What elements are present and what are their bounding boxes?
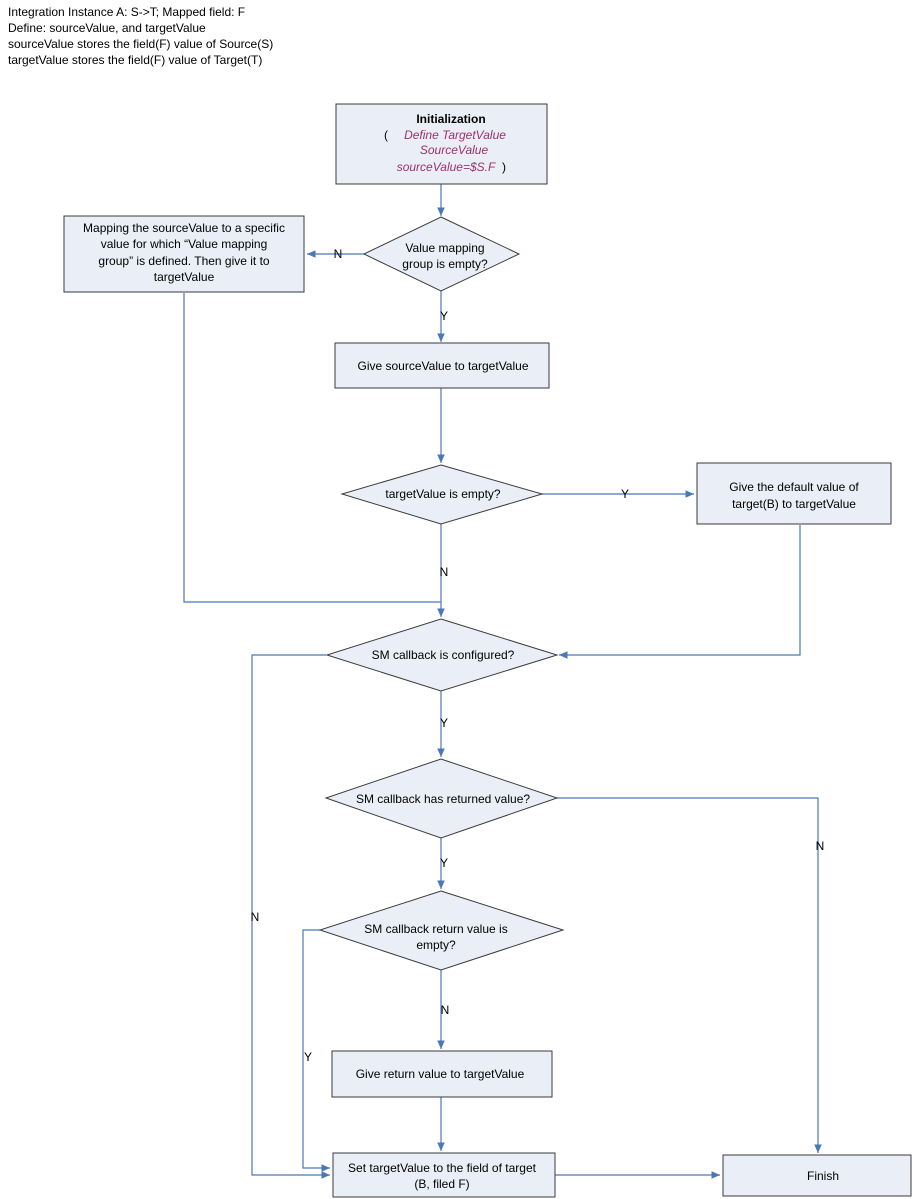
initialization-define-line: Define TargetValue [404,128,506,142]
node-finish: Finish [722,1154,912,1197]
edge-mapping-box-merge [183,293,441,603]
node-initialization: Initialization ( Define TargetValue Sour… [335,103,548,185]
edge-label-configured-yes: Y [440,716,448,730]
node-give-return: Give return value to targetValue [331,1050,553,1098]
mapping-box-line: value for which “Value mapping [101,237,268,251]
edge-label-return-empty-no: N [441,1003,450,1017]
decision-callback-configured-diamond [325,618,559,692]
finish-box [722,1154,912,1197]
node-decision-mapping-empty: Value mapping group is empty? [362,216,521,292]
initialization-box [335,103,548,185]
initialization-open-paren: ( [384,128,388,142]
decision-callback-configured-line: SM callback is configured? [372,648,515,662]
decision-callback-returned-diamond [324,758,559,839]
initialization-close-paren: ) [502,160,506,174]
edge-return-empty-yes [302,929,330,1172]
edge-label-returned-yes: Y [440,856,448,870]
node-give-source: Give sourceValue to targetValue [334,342,550,389]
decision-mapping-empty-line: Value mapping [405,241,484,255]
give-return-line: Give return value to targetValue [356,1067,525,1081]
mapping-box-line: group” is defined. Then give it to [98,254,270,268]
set-field-line: (B, filed F) [414,1177,469,1191]
decision-mapping-empty-line: group is empty? [402,257,488,271]
mapping-box-line: targetValue [154,270,215,284]
edge-label-returned-no: N [816,839,825,853]
initialization-title: Initialization [416,112,485,126]
edge-label-mapping-yes: Y [440,309,448,323]
node-set-field: Set targetValue to the field of target (… [332,1152,556,1198]
give-default-line: Give the default value of [729,480,859,494]
decision-return-empty-line: empty? [416,938,456,952]
header-line: Integration Instance A: S->T; Mapped fie… [8,5,246,19]
header-line: sourceValue stores the field(F) value of… [8,37,274,51]
edge-label-mapping-no: N [334,247,343,261]
header-line: Define: sourceValue, and targetValue [8,21,206,35]
edge-configured-no [251,654,330,1179]
mapping-box-line: Mapping the sourceValue to a specific [83,221,285,235]
initialization-source-line: SourceValue [420,143,489,157]
node-decision-return-empty: SM callback return value is empty? [318,890,565,971]
header-notes: Integration Instance A: S->T; Mapped fie… [8,4,273,68]
decision-callback-returned-line: SM callback has returned value? [356,792,530,806]
node-decision-callback-configured: SM callback is configured? [325,618,559,692]
edge-label-target-empty-yes: Y [621,487,629,501]
decision-target-empty-diamond [340,464,544,525]
decision-target-empty-line: targetValue is empty? [385,487,500,501]
edge-give-default-merge [559,525,801,659]
decision-return-empty-diamond [318,890,565,971]
decision-return-empty-line: SM callback return value is [364,922,507,936]
set-field-line: Set targetValue to the field of target [348,1161,537,1175]
give-default-line: target(B) to targetValue [732,497,856,511]
edge-label-target-empty-no: N [440,565,449,579]
mapping-box [63,215,305,293]
give-source-box [334,342,550,389]
edge-labels: N Y Y N Y N Y N N Y [251,247,825,1064]
give-source-line: Give sourceValue to targetValue [358,359,529,373]
node-decision-target-empty: targetValue is empty? [340,464,544,525]
node-give-default: Give the default value of target(B) to t… [696,462,892,525]
initialization-assign-line: sourceValue=$S.F [397,160,496,174]
edge-label-return-empty-yes: Y [304,1050,312,1064]
give-default-box [696,462,892,525]
finish-label: Finish [807,1169,839,1183]
edge-returned-no [556,797,822,1153]
header-line: targetValue stores the field(F) value of… [8,53,263,67]
node-decision-callback-returned: SM callback has returned value? [324,758,559,839]
edges [183,184,822,1179]
decision-mapping-empty-diamond [362,216,521,292]
node-mapping-box: Mapping the sourceValue to a specific va… [63,215,305,293]
edge-label-configured-no: N [251,910,260,924]
give-return-box [331,1050,553,1098]
set-field-box [332,1152,556,1198]
